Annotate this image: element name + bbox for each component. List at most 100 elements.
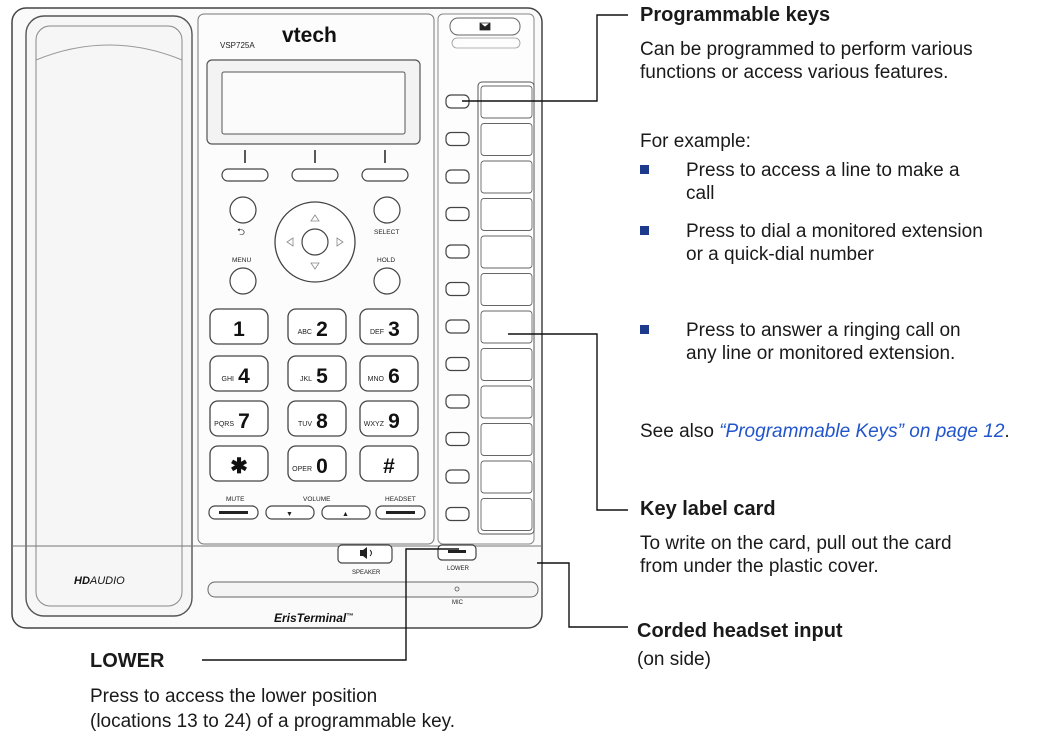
keypad-digit: ✱ (230, 455, 248, 478)
volume-down-icon: ▼ (286, 511, 293, 518)
keypad-letters: ABC (298, 329, 312, 336)
keypad-key-1[interactable] (209, 308, 269, 345)
lcd-display (221, 71, 406, 135)
hold-label: HOLD (377, 257, 395, 264)
programmable-key-7[interactable] (445, 319, 470, 334)
speaker-label: SPEAKER (352, 570, 381, 576)
see-also-link[interactable]: “Programmable Keys” on page 12 (719, 421, 1005, 442)
nav-down-icon (310, 262, 320, 270)
keypad-digit: # (383, 455, 395, 478)
keypad-key-6[interactable] (359, 355, 419, 392)
keypad-letters: MNO (368, 376, 385, 383)
key-label-cell (480, 460, 533, 494)
keypad-digit: 9 (388, 410, 400, 433)
message-envelope-icon (479, 22, 491, 31)
key-label-cell (480, 423, 533, 456)
programmable-key-11[interactable] (445, 469, 470, 484)
key-label-cell (480, 235, 533, 269)
back-button[interactable] (229, 196, 257, 224)
keypad-key-7[interactable] (209, 400, 269, 437)
menu-button[interactable] (229, 267, 257, 295)
keypad-letters: PQRS (214, 421, 234, 428)
keypad-key-3[interactable] (359, 308, 419, 345)
bullet-square-icon (640, 325, 649, 334)
keypad-letters: OPER (292, 466, 312, 473)
lower-heading: LOWER (90, 650, 165, 672)
key-label-cell (480, 85, 533, 119)
keypad-key-11[interactable] (287, 445, 347, 482)
soft-key-2[interactable] (291, 168, 339, 182)
keypad-letters: GHI (222, 376, 235, 383)
see-also-text: See also “Programmable Keys” on page 12. (640, 421, 1010, 442)
key-label-card-heading: Key label card (640, 498, 776, 520)
keypad-digit: 1 (233, 318, 245, 341)
keypad-digit: 5 (316, 365, 328, 388)
programmable-key-9[interactable] (445, 394, 470, 409)
key-label-cell (480, 348, 533, 381)
programmable-key-4[interactable] (445, 206, 470, 222)
mute-label: MUTE (226, 496, 245, 503)
mic-hole (454, 586, 460, 592)
bullet-square-icon (640, 165, 649, 174)
programmable-key-10[interactable] (445, 431, 470, 447)
hd-audio-logo: HDAUDIO (74, 575, 125, 587)
volume-label: VOLUME (303, 496, 331, 503)
programmable-key-3[interactable] (445, 169, 470, 184)
keypad-key-4[interactable] (209, 355, 269, 392)
keypad-key-12[interactable] (359, 445, 419, 482)
bullet-square-icon (640, 226, 649, 235)
soft-key-1[interactable] (221, 168, 269, 182)
select-button[interactable] (373, 196, 401, 224)
key-label-card (477, 81, 535, 535)
keypad-key-8[interactable] (287, 400, 347, 437)
card-slot (207, 581, 539, 598)
key-label-cell (480, 123, 533, 156)
model-label: VSP725A (220, 41, 255, 50)
lower-description-line1: Press to access the lower position (90, 686, 378, 707)
keypad-digit: 7 (238, 410, 250, 433)
mic-label: MIC (452, 600, 464, 606)
keypad-digit: 2 (316, 318, 328, 341)
volume-down-button[interactable] (265, 505, 315, 520)
brand-logo: vtech (282, 24, 337, 47)
leader-lower (202, 548, 459, 661)
select-label: SELECT (374, 229, 399, 236)
nav-left-icon (286, 237, 294, 247)
volume-up-button[interactable] (321, 505, 371, 520)
keypad-letters: JKL (300, 376, 312, 383)
programmable-keys (445, 85, 533, 531)
keypad-key-9[interactable] (359, 400, 419, 437)
keypad-digit: 4 (238, 365, 250, 388)
key-label-cell (480, 198, 533, 231)
keypad-letters: DEF (370, 329, 384, 336)
programmable-keys-description: Can be programmed to perform various fun… (640, 39, 973, 83)
key-label-cell (480, 273, 533, 306)
hold-button[interactable] (373, 267, 401, 295)
keypad-digit: 8 (316, 410, 328, 433)
programmable-key-8[interactable] (445, 356, 470, 372)
headset-label: HEADSET (385, 496, 416, 503)
key-label-cell (480, 498, 533, 531)
key-label-cell (480, 310, 533, 344)
back-icon: ⮌ (237, 227, 245, 238)
keypad-digit: 6 (388, 365, 400, 388)
keypad-letters: TUV (298, 421, 312, 428)
nav-center-button[interactable] (301, 228, 329, 256)
menu-label: MENU (232, 257, 251, 264)
volume-up-icon: ▲ (342, 511, 349, 518)
programmable-key-5[interactable] (445, 244, 470, 259)
keypad-key-2[interactable] (287, 308, 347, 345)
programmable-key-2[interactable] (445, 131, 470, 147)
keypad-key-10[interactable] (209, 445, 269, 482)
leader-key-label-card (508, 333, 628, 511)
keypad-key-5[interactable] (287, 355, 347, 392)
series-logo: ErisTerminal™ (274, 611, 353, 625)
nav-up-icon (310, 214, 320, 222)
soft-key-3[interactable] (361, 168, 409, 182)
lower-description-line2: (locations 13 to 24) of a programmable k… (90, 711, 456, 732)
lower-label: LOWER (447, 566, 470, 572)
programmable-key-6[interactable] (445, 281, 470, 297)
programmable-key-12[interactable] (445, 506, 470, 522)
